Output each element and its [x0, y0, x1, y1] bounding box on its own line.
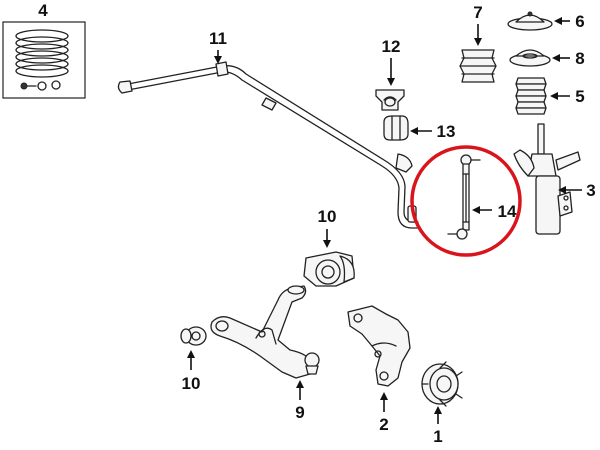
stabilizer-bushing: [383, 115, 409, 141]
callout-7: 7: [473, 3, 482, 22]
callout-3: 3: [586, 181, 595, 200]
callout-8: 8: [575, 49, 584, 68]
rear-bushing: [303, 251, 355, 287]
dust-boot: [515, 77, 547, 115]
spring-hardware: [20, 80, 61, 91]
stabilizer-bar: [117, 61, 419, 229]
callout-9: 9: [295, 403, 304, 422]
spring-seat: [509, 49, 551, 67]
front-bushing: [180, 326, 207, 346]
strut-top-mount: [507, 11, 553, 31]
steering-knuckle: [347, 305, 411, 387]
lower-control-arm: [210, 285, 320, 379]
stabilizer-link: [447, 154, 481, 240]
callout-1: 1: [433, 427, 442, 446]
callout-10-upper: 10: [318, 207, 337, 226]
wheel-hub: [421, 361, 463, 407]
coil-spring-small: [15, 29, 69, 78]
callout-6: 6: [575, 12, 584, 31]
callout-13: 13: [437, 122, 456, 141]
callout-12: 12: [382, 37, 401, 56]
coil-spring-detail-box: [2, 21, 86, 99]
callout-10-lower: 10: [182, 374, 201, 393]
callout-11: 11: [209, 29, 227, 48]
callout-4: 4: [38, 1, 48, 20]
highlight-circle: [410, 145, 522, 257]
bump-stop: [459, 49, 497, 83]
callout-14: 14: [498, 202, 517, 221]
strut-assembly: [513, 123, 581, 235]
bushing-bracket: [375, 89, 405, 111]
callout-5: 5: [575, 87, 584, 106]
callout-2: 2: [379, 415, 388, 434]
